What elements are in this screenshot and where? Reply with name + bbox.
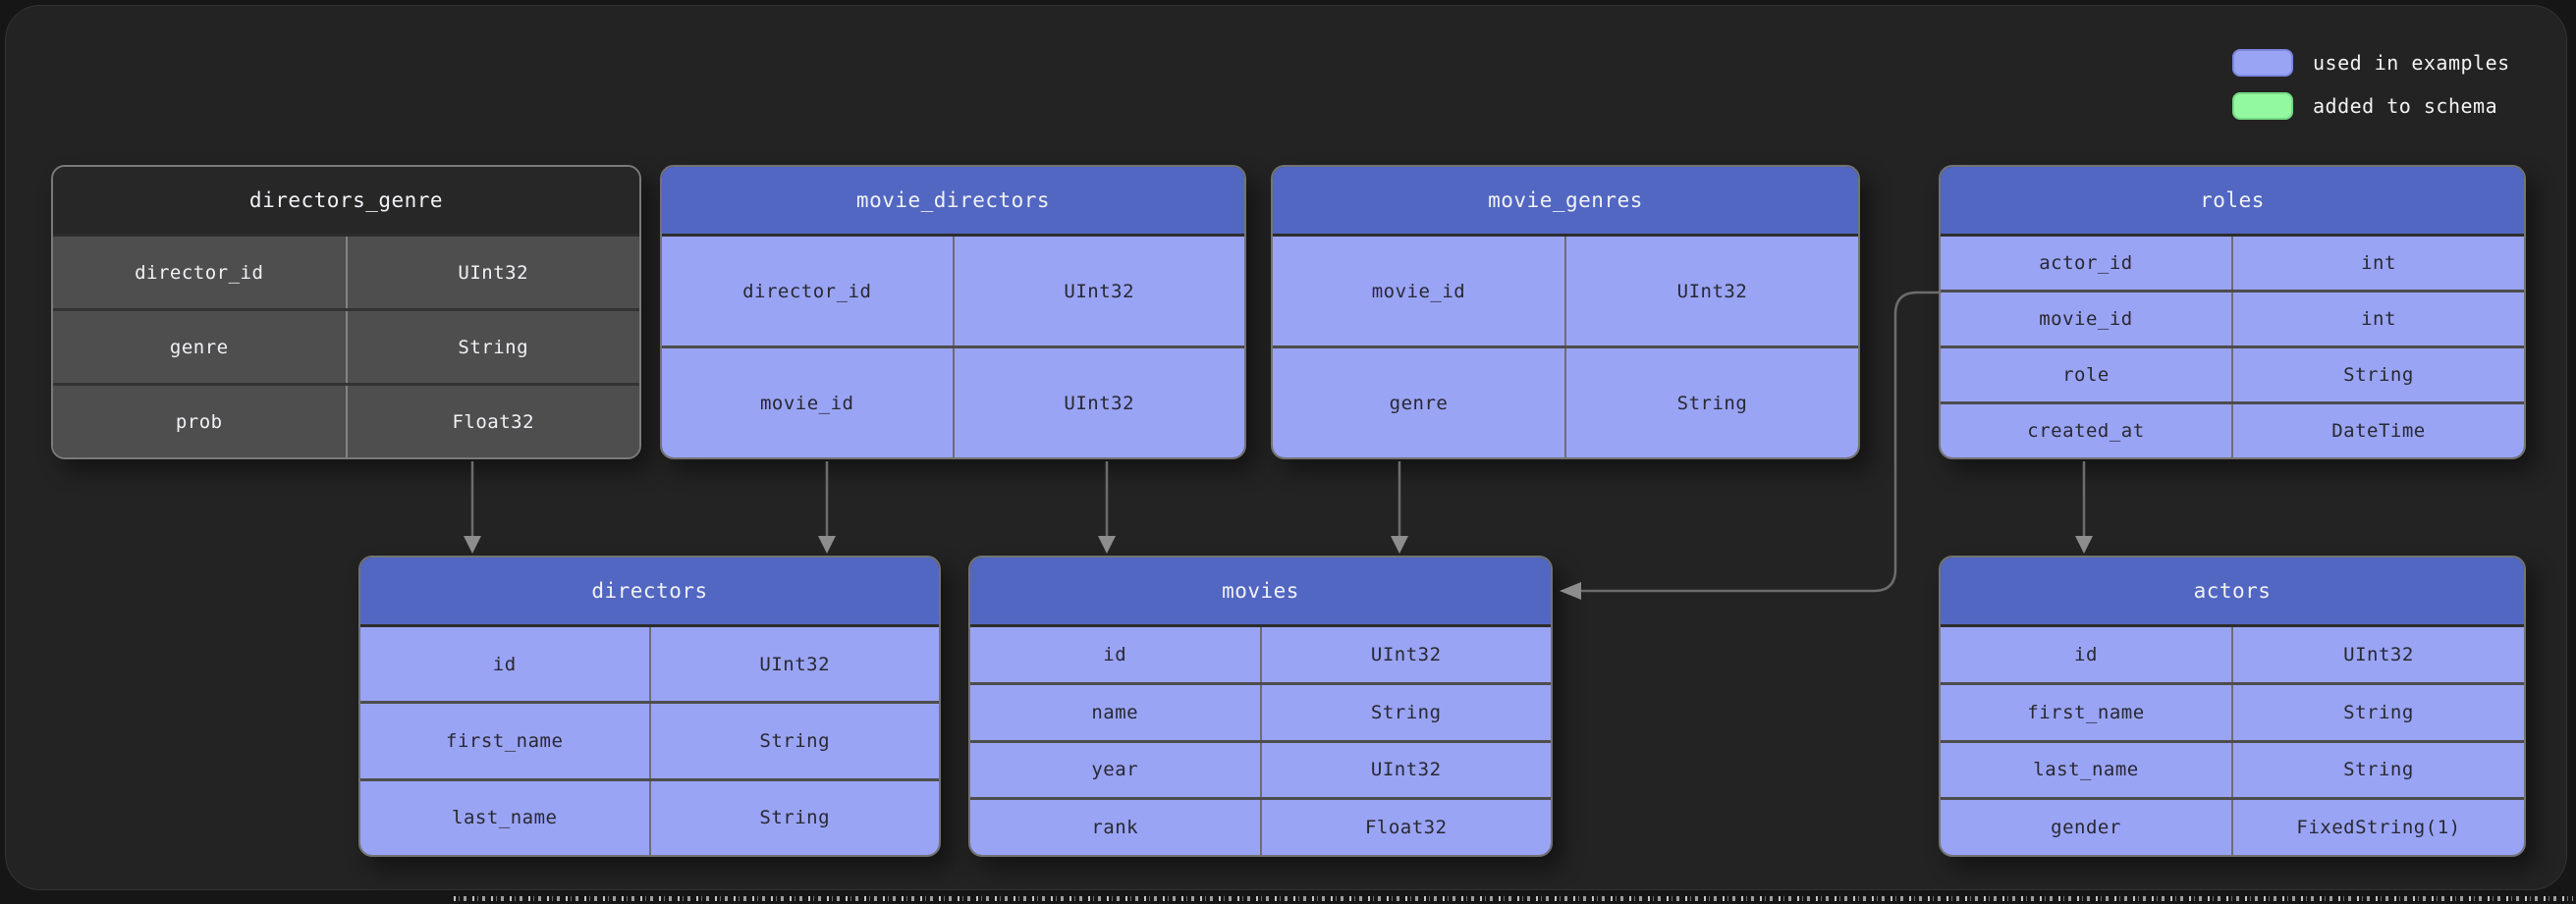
column-type: UInt32 (345, 237, 640, 308)
column-type: UInt32 (1259, 627, 1552, 682)
table-row: name String (970, 681, 1552, 740)
table-row: prob Float32 (53, 383, 639, 457)
column-name: year (1091, 759, 1139, 781)
table-row: first_name String (360, 701, 940, 778)
column-type: String (648, 704, 940, 778)
column-name: prob (175, 410, 223, 433)
column-type: String (2231, 348, 2524, 401)
table-row: gender FixedString(1) (1941, 797, 2524, 855)
column-type: int (2231, 237, 2524, 290)
table-row-added-to-schema: created_at DateTime (1941, 401, 2524, 457)
column-name: movie_id (2039, 308, 2133, 330)
column-name: rank (1091, 817, 1139, 839)
column-type: String (1564, 348, 1858, 457)
table-roles: roles actor_id int movie_id int role Str… (1939, 165, 2526, 459)
column-name: movie_id (759, 392, 854, 414)
table-directors: directors id UInt32 first_name String la… (358, 556, 941, 857)
table-movie-genres: movie_genres movie_id UInt32 genre Strin… (1271, 165, 1860, 459)
legend-item-used-in-examples: used in examples (2232, 49, 2510, 77)
table-row: id UInt32 (1941, 627, 2524, 682)
clipped-content-sliver (454, 896, 2573, 901)
table-row: last_name String (360, 777, 940, 855)
legend-swatch-added-to-schema (2232, 92, 2293, 120)
legend-label: used in examples (2313, 51, 2510, 75)
column-name: role (2062, 364, 2110, 386)
column-type: UInt32 (1564, 237, 1858, 346)
column-type: UInt32 (648, 627, 940, 702)
legend-label: added to schema (2313, 94, 2498, 118)
table-movies: movies id UInt32 name String year UInt32… (968, 556, 1553, 857)
column-type: UInt32 (952, 348, 1245, 457)
column-type: int (2231, 292, 2524, 346)
table-row: last_name String (1941, 739, 2524, 798)
column-name: last_name (452, 807, 558, 829)
column-name: director_id (742, 280, 872, 302)
column-name: genre (1389, 392, 1449, 414)
table-row: first_name String (1941, 681, 2524, 740)
table-row: director_id UInt32 (53, 237, 639, 308)
table-row: role String (1941, 346, 2524, 401)
column-type: String (2231, 684, 2524, 740)
column-type: String (2231, 742, 2524, 798)
column-type: UInt32 (1259, 742, 1552, 798)
column-name: actor_id (2039, 252, 2133, 274)
table-title: movies (970, 558, 1551, 627)
table-row: movie_id UInt32 (1273, 237, 1858, 346)
table-row: rank Float32 (970, 797, 1551, 855)
legend-item-added-to-schema: added to schema (2232, 92, 2510, 120)
table-row: genre String (53, 308, 639, 383)
column-name: director_id (135, 261, 264, 284)
column-type: String (345, 311, 640, 383)
column-name: last_name (2033, 759, 2139, 781)
column-type: UInt32 (952, 237, 1245, 346)
table-movie-directors: movie_directors director_id UInt32 movie… (660, 165, 1246, 459)
legend-swatch-used-in-examples (2232, 49, 2293, 77)
table-row: actor_id int (1941, 237, 2524, 290)
table-row: year UInt32 (970, 739, 1552, 798)
column-name: first_name (446, 729, 564, 752)
table-title: movie_genres (1273, 167, 1858, 237)
column-name: id (492, 653, 517, 675)
column-name: id (2074, 643, 2098, 665)
table-title: directors (360, 558, 939, 627)
column-type: UInt32 (2231, 627, 2524, 682)
column-type: String (648, 780, 940, 855)
column-name: movie_id (1371, 280, 1466, 302)
column-name: gender (2051, 817, 2121, 839)
table-row: movie_id int (1941, 290, 2524, 346)
column-type: DateTime (2231, 404, 2524, 457)
table-title: actors (1941, 558, 2524, 627)
table-row: movie_id UInt32 (662, 346, 1244, 457)
table-row: genre String (1273, 346, 1858, 457)
column-type: Float32 (345, 386, 640, 457)
table-row: director_id UInt32 (662, 237, 1244, 346)
column-name: id (1103, 643, 1127, 665)
column-name: genre (169, 336, 229, 358)
column-type: Float32 (1259, 800, 1552, 855)
column-name: first_name (2027, 701, 2145, 723)
table-title: movie_directors (662, 167, 1244, 237)
table-title: directors_genre (53, 167, 639, 237)
column-type: String (1259, 684, 1552, 740)
table-actors: actors id UInt32 first_name String last_… (1939, 556, 2526, 857)
table-title: roles (1941, 167, 2524, 237)
table-directors-genre: directors_genre director_id UInt32 genre… (51, 165, 641, 459)
legend: used in examples added to schema (2232, 49, 2510, 120)
table-row: id UInt32 (970, 627, 1551, 682)
column-name: created_at (2027, 420, 2145, 442)
column-name: name (1091, 701, 1139, 723)
column-type: FixedString(1) (2231, 800, 2524, 855)
table-row: id UInt32 (360, 627, 940, 702)
